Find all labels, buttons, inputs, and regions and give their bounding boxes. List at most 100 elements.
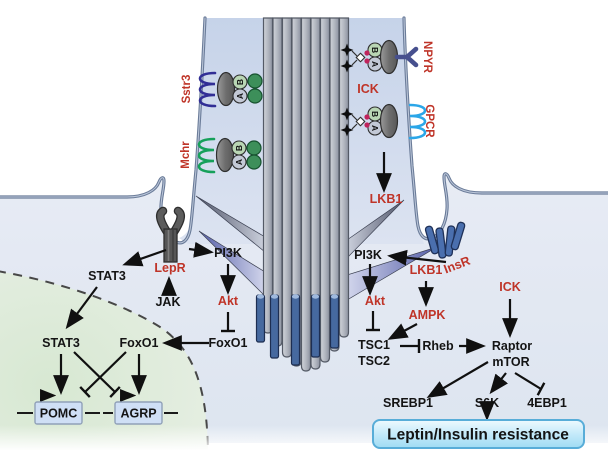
sstr3-label: Sstr3 <box>181 75 193 104</box>
cargo-particle <box>247 88 263 104</box>
lkb1-cytoplasm-label: LKB1 <box>410 263 443 277</box>
insr-subunit <box>424 225 440 255</box>
jak-label: JAK <box>155 295 180 309</box>
stat3-cytoplasm-label: STAT3 <box>88 269 126 283</box>
ift-oval <box>379 103 399 139</box>
foxo1-nucleus-label: FoxO1 <box>120 336 159 350</box>
basal-body <box>255 294 340 366</box>
mtor-label: mTOR <box>492 355 529 369</box>
arrow-stat3-to-nucleus <box>65 286 98 330</box>
agrp-label: AGRP <box>120 407 156 421</box>
ick-cilium-label: ICK <box>357 82 379 96</box>
linker-diamond <box>355 116 366 127</box>
inhibit-akt-tsc <box>366 311 380 332</box>
ift-a-label: A <box>370 61 380 67</box>
ift-b-label: B <box>234 145 244 151</box>
inhibit-mtor-4ebp1 <box>514 372 546 396</box>
s6k-label: S6K <box>475 396 499 410</box>
gpcr-label: GPCR <box>423 104 435 138</box>
phospho-dot <box>364 58 370 64</box>
basal-body-rod <box>329 294 340 349</box>
cargo-particle <box>246 140 262 156</box>
insr-receptor <box>424 221 466 259</box>
tsc2-label: TSC2 <box>358 354 390 368</box>
akt-left-label: Akt <box>218 294 239 308</box>
phospho-dot <box>364 114 370 120</box>
4ebp1-label: 4EBP1 <box>527 396 567 410</box>
insr-subunit <box>450 221 466 251</box>
lepr-stalk <box>163 228 178 263</box>
gpcr-serpentine <box>408 103 427 140</box>
foxo1-cytoplasm-label: FoxO1 <box>209 336 248 350</box>
linker-diamond <box>355 52 366 63</box>
sstr3-serpentine <box>198 71 217 108</box>
raptor-label: Raptor <box>492 339 532 353</box>
stat3-nucleus-label: STAT3 <box>42 336 80 350</box>
arrow-lepr-to-pi3k <box>188 241 214 258</box>
npyr-y-receptor <box>394 46 419 68</box>
ift-b-label: B <box>370 111 380 117</box>
ift-a-label: A <box>234 159 244 165</box>
arrow-insr-to-pi3k <box>387 249 447 266</box>
basal-body-rod <box>255 294 266 343</box>
mchr-receptor: B A <box>197 137 262 174</box>
phospho-dot <box>364 50 370 56</box>
nuclear-envelope <box>0 270 209 453</box>
npyr-receptor-complex: B A <box>340 39 419 75</box>
sstr3-receptor: B A <box>198 71 263 108</box>
pomc-label: POMC <box>40 407 78 421</box>
cargo-particle <box>247 73 263 89</box>
rheb-label: Rheb <box>422 339 454 353</box>
pi3k-right-label: PI3K <box>354 248 382 262</box>
ift-b-label: B <box>370 47 380 53</box>
ick-cytoplasm-label: ICK <box>499 280 521 294</box>
cargo-particle <box>246 154 262 170</box>
gpcr-receptor-complex: B A <box>340 103 427 140</box>
inhibit-stat3-agrp <box>73 351 121 398</box>
lepr-label: LepR <box>154 261 185 275</box>
npyr-label: NPYR <box>421 41 433 74</box>
srebp1-label: SREBP1 <box>383 396 433 410</box>
ift-b-label: B <box>235 79 245 85</box>
basal-body-rod <box>290 294 301 366</box>
inhibit-akt-foxo1 <box>221 312 235 333</box>
ift-a-label: A <box>370 125 380 131</box>
outcome-box-shape <box>372 419 585 449</box>
pomc-gene-box <box>34 401 83 425</box>
lkb1-cilium-label: LKB1 <box>370 192 403 206</box>
ift-a-label: A <box>235 93 245 99</box>
motor-star-icon <box>340 107 354 121</box>
arrow-ampk-to-tsc <box>387 323 418 340</box>
gene-locus: POMC AGRP <box>17 389 178 425</box>
pathway-arrows <box>53 152 546 399</box>
tsc1-label: TSC1 <box>358 338 390 352</box>
outcome-box: Leptin/Insulin resistance <box>372 419 585 449</box>
microtubule <box>310 17 321 370</box>
arrow-mtor-to-srebp1 <box>426 361 489 399</box>
transcription-arrow-pomc <box>40 389 57 404</box>
insr-subunit <box>435 227 447 259</box>
arrow-mtor-to-s6k <box>489 372 508 395</box>
transcription-arrow-agrp <box>120 389 137 404</box>
phospho-dot <box>364 122 370 128</box>
mchr-serpentine <box>197 137 216 174</box>
akt-right-label: Akt <box>365 294 386 308</box>
mchr-label: Mchr <box>180 141 192 169</box>
basal-body-rod <box>310 294 321 358</box>
microtubule <box>281 17 293 358</box>
outcome-label: Leptin/Insulin resistance <box>387 427 569 444</box>
inhibit-tsc-rheb <box>400 339 421 353</box>
lepr-receptor <box>156 206 185 263</box>
motor-star-icon <box>340 43 354 57</box>
motor-star-icon <box>340 123 354 137</box>
ift-oval <box>216 71 236 107</box>
motor-star-icon <box>340 59 354 73</box>
microtubule <box>300 17 312 372</box>
ift-oval <box>215 137 235 173</box>
microtubule <box>262 17 274 334</box>
inhibit-foxo1-pomc <box>79 351 127 398</box>
ampk-label: AMPK <box>409 308 446 322</box>
pi3k-left-label: PI3K <box>214 246 242 260</box>
basal-body-rod <box>269 294 280 359</box>
